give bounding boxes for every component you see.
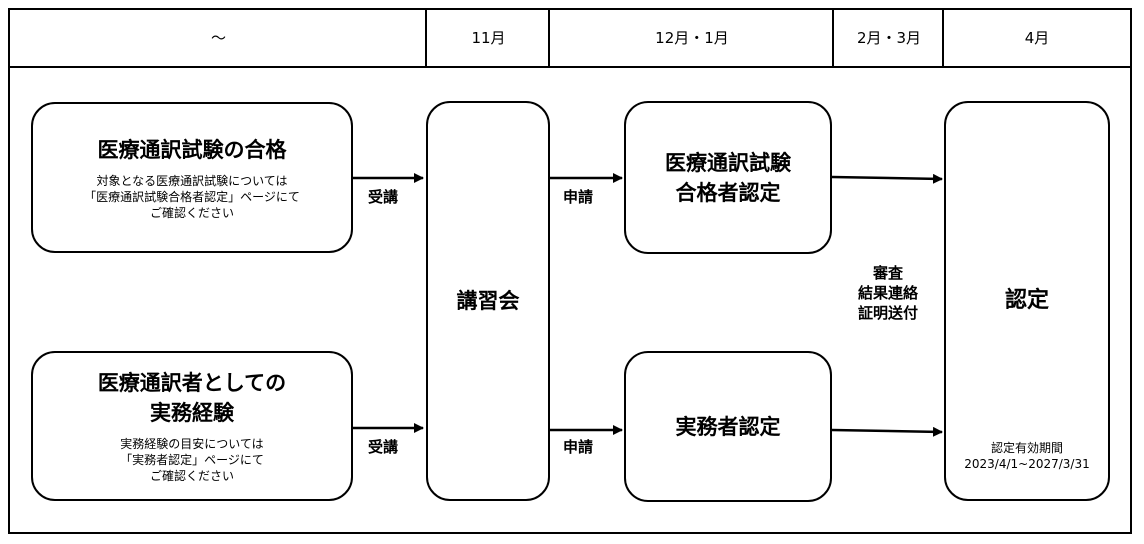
- attend-label-bottom: 受講: [367, 438, 398, 456]
- header-col-february-march: 2月・3月: [832, 8, 944, 68]
- experience-description: 実務経験の目安については 「実務者認定」ページにて ご確認ください: [120, 437, 264, 483]
- practitioner-cert-box: 実務者認定: [624, 351, 832, 502]
- exam-pass-title: 医療通訳試験の合格: [97, 137, 287, 162]
- header-col-april: 4月: [942, 8, 1130, 68]
- header-col-november: 11月: [425, 8, 550, 68]
- attend-label-top: 受講: [367, 188, 398, 206]
- exam-pass-description: 対象となる医療通訳試験については 「医療通訳試験合格者認定」ページにて ご確認く…: [84, 173, 300, 220]
- arrow-exam-cert-to-certification: [831, 173, 943, 184]
- lecture-title: 講習会: [456, 289, 520, 313]
- practitioner-cert-title: 実務者認定: [675, 414, 781, 439]
- lecture-box: 講習会: [426, 101, 550, 501]
- certification-title: 認定: [1004, 288, 1049, 313]
- exam-pass-box: 医療通訳試験の合格 対象となる医療通訳試験については 「医療通訳試験合格者認定」…: [31, 102, 353, 253]
- header-col-before: ～: [10, 8, 427, 68]
- diagram-frame: [8, 8, 1132, 534]
- validity-range: 2023/4/1~2027/3/31: [964, 457, 1090, 471]
- experience-box: 医療通訳者としての 実務経験 実務経験の目安については 「実務者認定」ページにて…: [31, 351, 353, 501]
- certification-validity: 認定有効期間 2023/4/1~2027/3/31: [944, 440, 1110, 472]
- header-col-december-january: 12月・1月: [548, 8, 834, 68]
- experience-title-line2: 実務経験: [150, 401, 234, 425]
- exam-cert-title-line2: 合格者認定: [675, 180, 781, 205]
- experience-title-line1: 医療通訳者としての: [97, 371, 287, 395]
- exam-cert-box: 医療通訳試験 合格者認定: [624, 101, 832, 254]
- arrow-practitioner-cert-to-certification: [831, 426, 943, 437]
- exam-cert-title-line1: 医療通訳試験: [665, 150, 791, 175]
- review-label: 審査 結果連絡 証明送付: [857, 264, 918, 322]
- apply-label-top: 申請: [562, 188, 593, 206]
- apply-label-bottom: 申請: [562, 438, 593, 456]
- validity-label: 認定有効期間: [990, 441, 1063, 455]
- certification-box: 認定: [944, 101, 1110, 501]
